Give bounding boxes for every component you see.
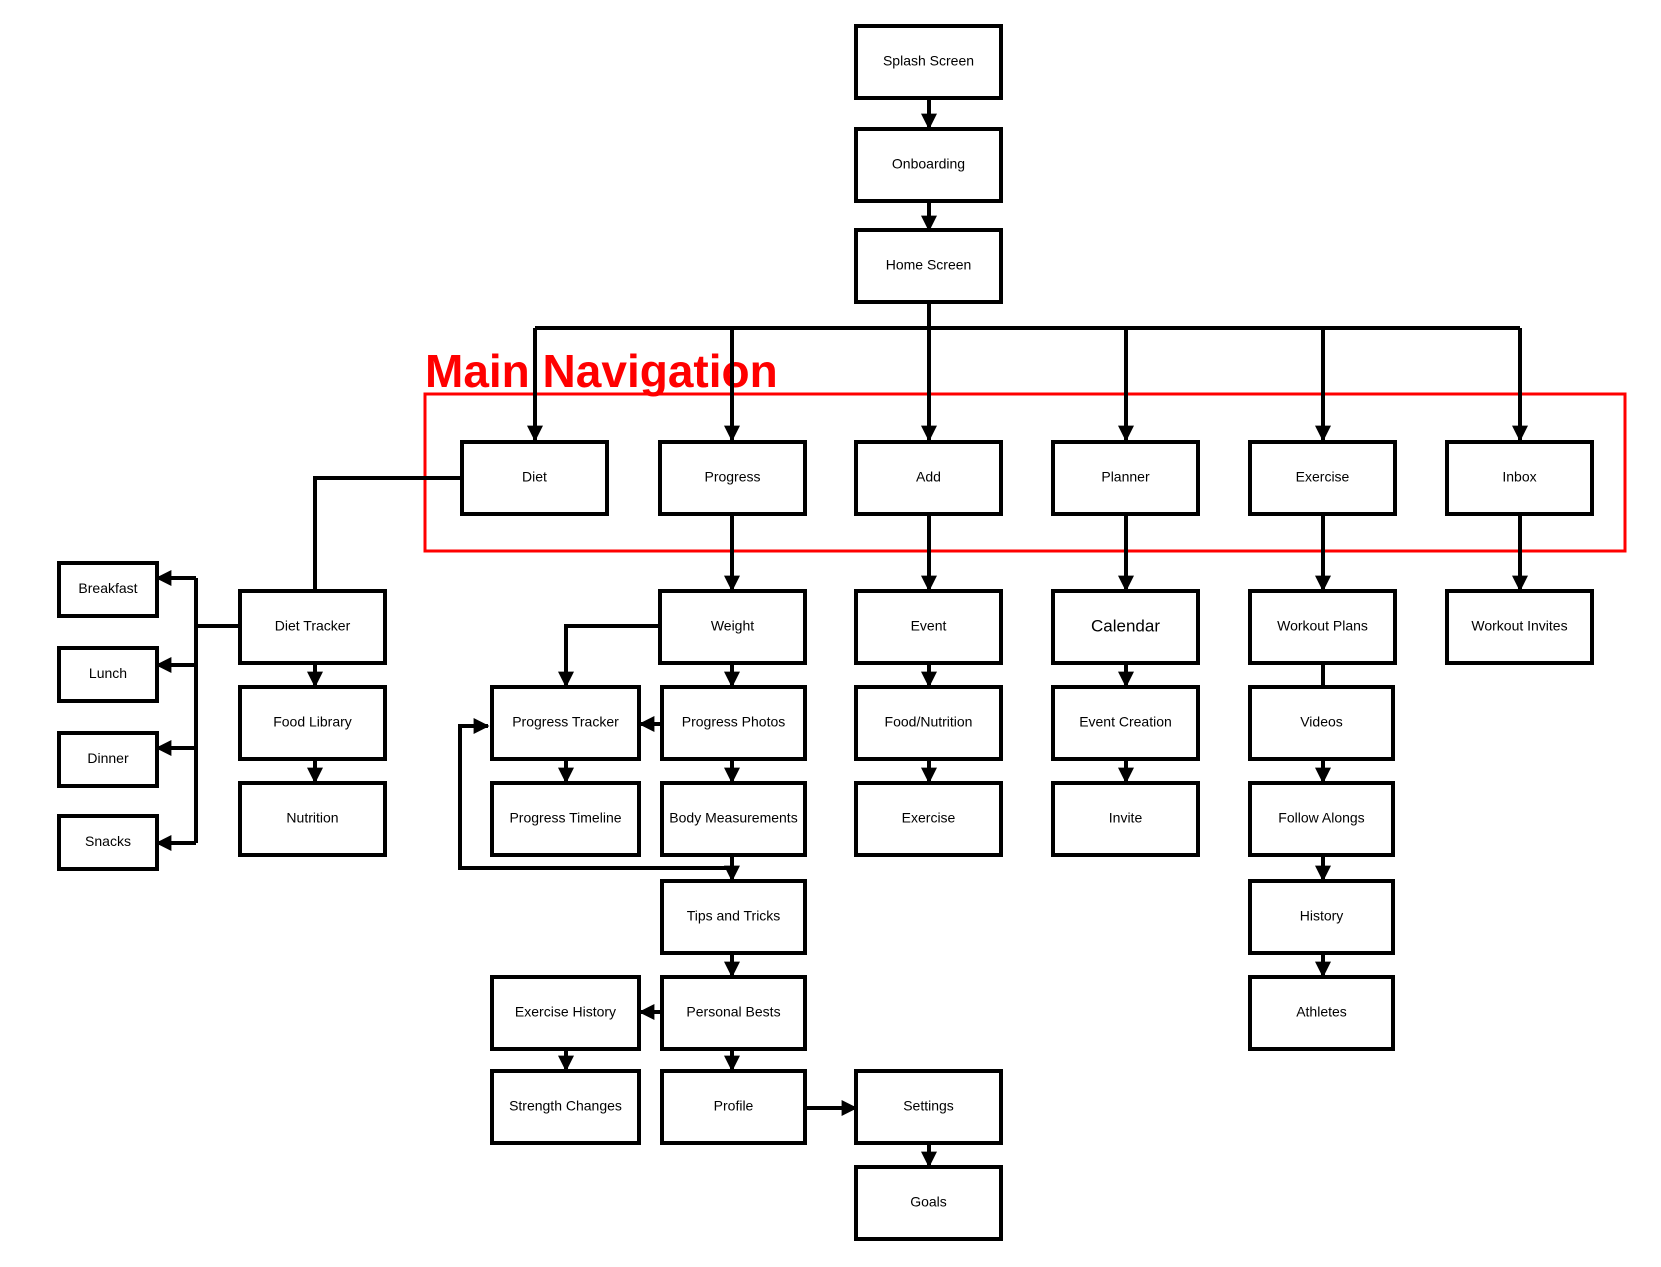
svg-text:Dinner: Dinner (87, 750, 129, 766)
svg-text:Food/Nutrition: Food/Nutrition (885, 714, 973, 730)
svg-text:Follow Alongs: Follow Alongs (1278, 810, 1364, 826)
node-athletes: Athletes (1248, 975, 1395, 1051)
node-exercise-history: Exercise History (490, 975, 641, 1051)
svg-text:Event Creation: Event Creation (1079, 714, 1172, 730)
node-home-screen: Home Screen (854, 228, 1003, 304)
node-dinner: Dinner (57, 731, 159, 788)
svg-text:Videos: Videos (1300, 714, 1343, 730)
node-event: Event (854, 589, 1003, 665)
node-follow-alongs: Follow Alongs (1248, 781, 1395, 857)
node-breakfast: Breakfast (57, 561, 159, 618)
svg-text:Progress Timeline: Progress Timeline (509, 810, 621, 826)
svg-text:Body Measurements: Body Measurements (669, 810, 797, 826)
node-calendar: Calendar (1051, 589, 1200, 665)
node-lunch: Lunch (57, 646, 159, 703)
node-add-exercise: Exercise (854, 781, 1003, 857)
node-tips-and-tricks: Tips and Tricks (660, 879, 807, 955)
svg-text:Weight: Weight (711, 618, 754, 634)
node-snacks: Snacks (57, 814, 159, 871)
svg-text:Onboarding: Onboarding (892, 156, 965, 172)
node-body-measurements: Body Measurements (660, 781, 807, 857)
node-food-library: Food Library (238, 685, 387, 761)
node-goals: Goals (854, 1165, 1003, 1241)
svg-text:Progress Photos: Progress Photos (682, 714, 786, 730)
svg-text:Workout Invites: Workout Invites (1471, 618, 1567, 634)
edge-diet-diet-tracker (313, 476, 462, 590)
node-food-nutrition: Food/Nutrition (854, 685, 1003, 761)
node-diet: Diet (460, 440, 609, 516)
node-profile: Profile (660, 1069, 807, 1145)
node-splash-screen: Splash Screen (854, 24, 1003, 100)
svg-text:Add: Add (916, 469, 941, 485)
node-settings: Settings (854, 1069, 1003, 1145)
svg-text:Planner: Planner (1101, 469, 1150, 485)
node-weight: Weight (658, 589, 807, 665)
main-navigation-frame (423, 392, 1627, 553)
node-invite: Invite (1051, 781, 1200, 857)
svg-text:Personal Bests: Personal Bests (686, 1004, 780, 1020)
node-exercise: Exercise (1248, 440, 1397, 516)
svg-text:Exercise History: Exercise History (515, 1004, 616, 1020)
svg-text:Progress Tracker: Progress Tracker (512, 714, 619, 730)
svg-text:Diet: Diet (522, 469, 547, 485)
main-navigation-label: Main Navigation (425, 345, 778, 397)
node-progress-photos: Progress Photos (660, 685, 807, 761)
svg-text:Event: Event (911, 618, 947, 634)
edge-weight-progress-tracker (558, 624, 660, 688)
node-progress-timeline: Progress Timeline (490, 781, 641, 857)
svg-text:Workout Plans: Workout Plans (1277, 618, 1368, 634)
node-nutrition: Nutrition (238, 781, 387, 857)
svg-text:History: History (1300, 908, 1344, 924)
svg-text:Breakfast: Breakfast (78, 580, 137, 596)
node-progress: Progress (658, 440, 807, 516)
svg-text:Athletes: Athletes (1296, 1004, 1347, 1020)
svg-text:Food Library: Food Library (273, 714, 352, 730)
svg-text:Splash Screen: Splash Screen (883, 53, 974, 69)
edge-loop-progress-tracker (458, 718, 732, 870)
svg-text:Snacks: Snacks (85, 833, 131, 849)
svg-text:Inbox: Inbox (1502, 469, 1536, 485)
svg-text:Lunch: Lunch (89, 665, 127, 681)
node-workout-invites: Workout Invites (1445, 589, 1594, 665)
svg-text:Invite: Invite (1109, 810, 1143, 826)
node-personal-bests: Personal Bests (660, 975, 807, 1051)
connectors (155, 100, 1528, 1168)
svg-text:Tips and Tricks: Tips and Tricks (687, 908, 781, 924)
svg-text:Nutrition: Nutrition (286, 810, 338, 826)
node-planner: Planner (1051, 440, 1200, 516)
node-workout-plans: Workout Plans (1248, 589, 1397, 665)
svg-text:Strength Changes: Strength Changes (509, 1098, 622, 1114)
node-progress-tracker: Progress Tracker (490, 685, 641, 761)
svg-text:Goals: Goals (910, 1194, 947, 1210)
svg-text:Settings: Settings (903, 1098, 954, 1114)
svg-text:Profile: Profile (714, 1098, 754, 1114)
svg-text:Home Screen: Home Screen (886, 257, 972, 273)
node-history: History (1248, 879, 1395, 955)
node-videos: Videos (1248, 685, 1395, 761)
svg-text:Calendar: Calendar (1091, 616, 1160, 635)
node-diet-tracker: Diet Tracker (238, 589, 387, 665)
svg-text:Diet Tracker: Diet Tracker (275, 618, 351, 634)
node-onboarding: Onboarding (854, 127, 1003, 203)
node-inbox: Inbox (1445, 440, 1594, 516)
svg-text:Progress: Progress (704, 469, 760, 485)
node-event-creation: Event Creation (1051, 685, 1200, 761)
svg-text:Exercise: Exercise (902, 810, 956, 826)
node-add: Add (854, 440, 1003, 516)
node-strength-changes: Strength Changes (490, 1069, 641, 1145)
svg-text:Exercise: Exercise (1296, 469, 1350, 485)
